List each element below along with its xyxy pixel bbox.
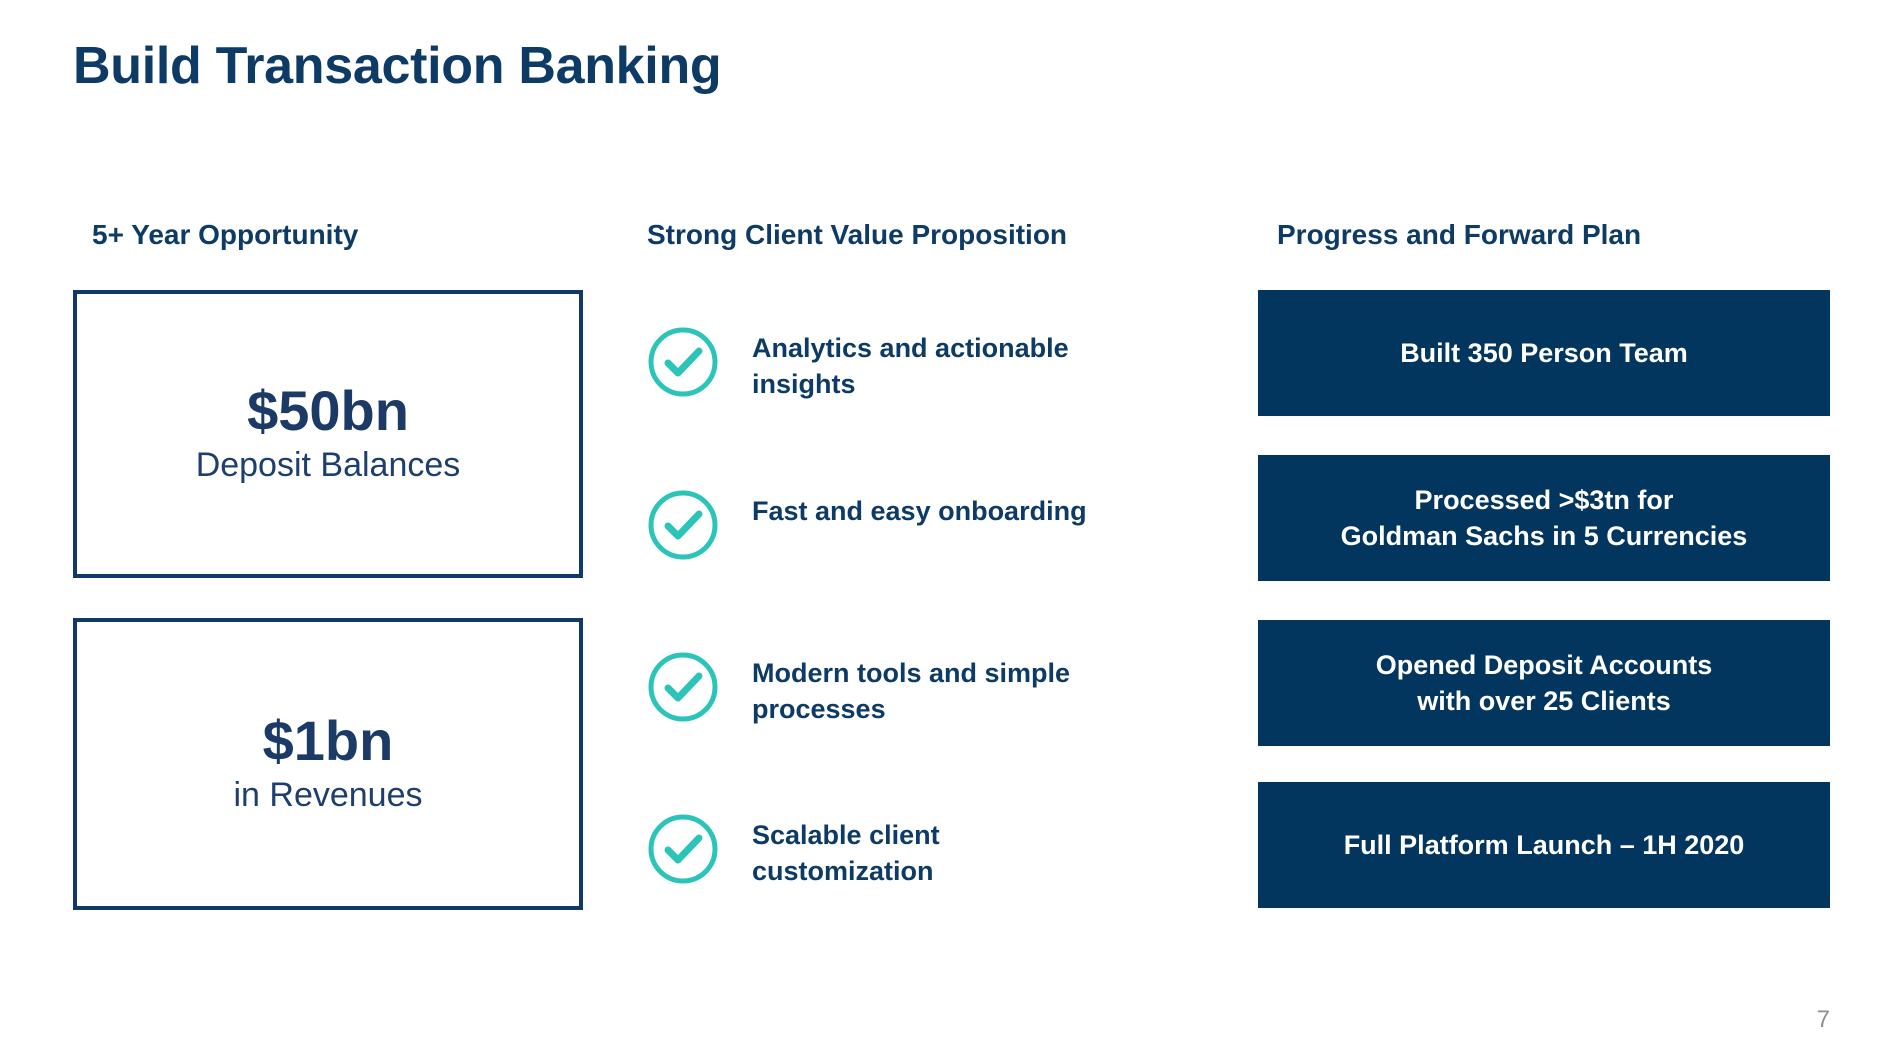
progress-card: Opened Deposit Accounts with over 25 Cli… (1258, 620, 1830, 746)
list-item: Analytics and actionable insights (646, 325, 1069, 402)
metric-card-revenues: $1bn in Revenues (73, 618, 583, 910)
progress-card: Built 350 Person Team (1258, 290, 1830, 416)
list-item-label: Analytics and actionable insights (752, 333, 1069, 399)
progress-card: Processed >$3tn for Goldman Sachs in 5 C… (1258, 455, 1830, 581)
column-header-progress: Progress and Forward Plan (1277, 219, 1642, 250)
column-header-opportunity: 5+ Year Opportunity (92, 219, 359, 250)
check-circle-icon (646, 650, 720, 724)
list-item: Modern tools and simple processes (646, 650, 1070, 727)
progress-card-label: Processed >$3tn for Goldman Sachs in 5 C… (1340, 484, 1748, 551)
list-item-label: Modern tools and simple processes (752, 658, 1071, 724)
metric-label: in Revenues (233, 776, 423, 814)
list-item-label: Fast and easy onboarding (752, 496, 1087, 526)
page-title: Build Transaction Banking (73, 37, 722, 95)
list-item: Fast and easy onboarding (646, 488, 1087, 562)
check-circle-icon (646, 812, 720, 886)
check-circle-icon (646, 488, 720, 562)
page-number: 7 (1816, 1006, 1830, 1033)
list-item: Scalable client customization (646, 812, 940, 889)
check-circle-icon (646, 325, 720, 399)
metric-value: $1bn (262, 709, 394, 773)
progress-card: Full Platform Launch – 1H 2020 (1258, 782, 1830, 908)
metric-label: Deposit Balances (195, 446, 461, 484)
metric-value: $50bn (247, 379, 409, 443)
progress-card-label: Built 350 Person Team (1400, 337, 1688, 368)
progress-card-label: Full Platform Launch – 1H 2020 (1343, 829, 1745, 860)
column-header-value-proposition: Strong Client Value Proposition (647, 219, 1068, 250)
progress-card-label: Opened Deposit Accounts with over 25 Cli… (1375, 649, 1713, 716)
metric-card-deposit-balances: $50bn Deposit Balances (73, 290, 583, 578)
list-item-label: Scalable client customization (752, 820, 940, 886)
